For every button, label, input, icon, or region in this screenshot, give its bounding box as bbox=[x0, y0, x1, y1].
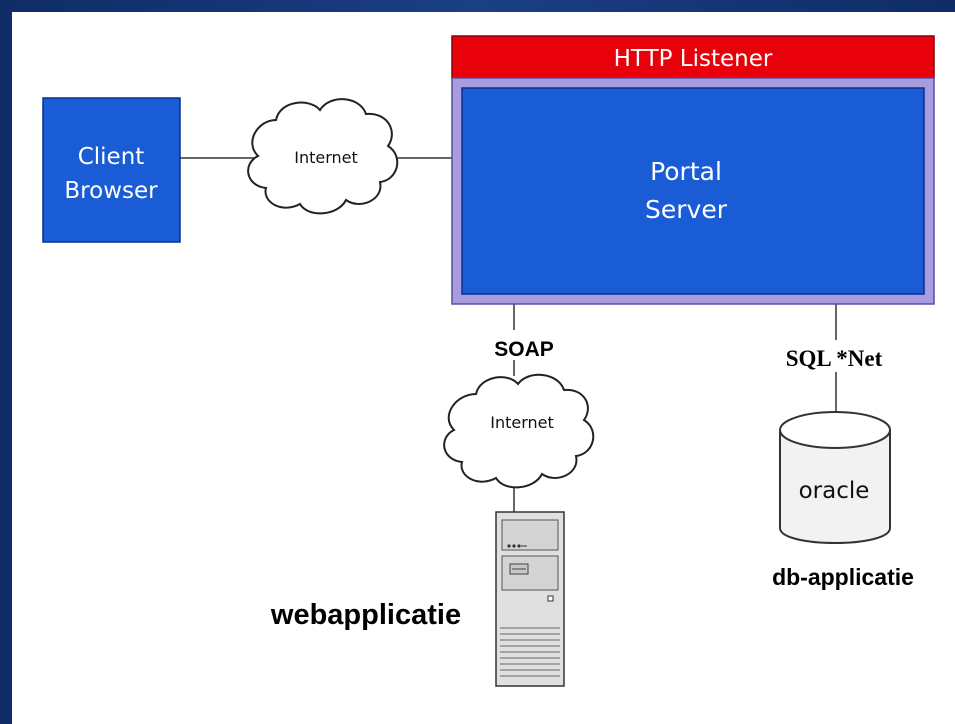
oracle-database-icon: oracle bbox=[779, 411, 891, 544]
db-applicatie-label: db-applicatie bbox=[772, 564, 914, 590]
internet-cloud-bottom: Internet bbox=[443, 373, 595, 489]
http-listener-bar bbox=[451, 35, 935, 79]
client-label-line2: Browser bbox=[64, 178, 158, 204]
internet-label-bottom: Internet bbox=[490, 413, 554, 432]
client-label-line1: Client bbox=[78, 144, 145, 170]
server-tower-icon bbox=[495, 511, 565, 687]
soap-label: SOAP bbox=[494, 338, 554, 361]
internet-cloud-top: Internet bbox=[247, 98, 399, 215]
portal-label-line1: Portal bbox=[650, 157, 722, 186]
webapplicatie-label: webapplicatie bbox=[270, 599, 461, 631]
portal-label-line2: Server bbox=[645, 195, 728, 224]
portal-server-group: HTTP Listener Portal Server bbox=[451, 35, 935, 305]
sqlnet-label: SQL *Net bbox=[786, 346, 883, 371]
client-browser-box: Client Browser bbox=[42, 97, 181, 243]
internet-label-top: Internet bbox=[294, 148, 358, 167]
oracle-label: oracle bbox=[799, 478, 870, 504]
portal-server-box bbox=[461, 87, 925, 295]
http-listener-label: HTTP Listener bbox=[614, 46, 773, 72]
